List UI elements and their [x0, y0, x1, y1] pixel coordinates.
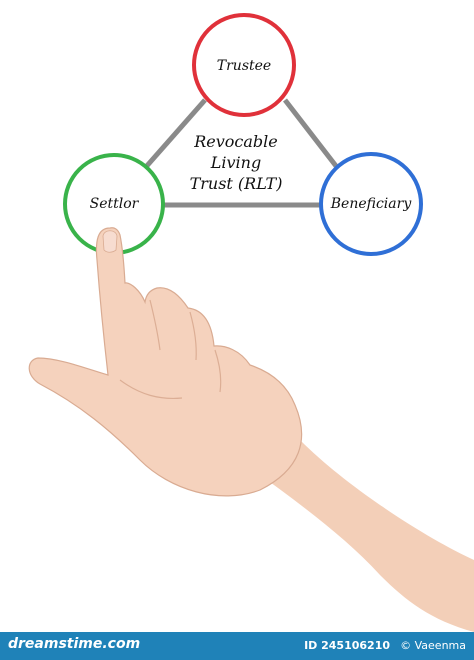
settlor-label: Settlor [89, 196, 139, 212]
beneficiary-label: Beneficiary [330, 196, 412, 212]
connector-trustee-settlor [143, 98, 207, 170]
image-id-text: ID 245106210 [304, 639, 390, 652]
center-title-line-1: Revocable [194, 132, 278, 151]
center-title-line-2: Living [210, 153, 262, 172]
beneficiary-node [319, 152, 423, 256]
trustee-label: Trustee [216, 58, 272, 74]
pointing-hand-image [28, 227, 474, 632]
brand-logo-text: dreamstime.com [8, 636, 141, 652]
author-credit: © Vaeenma [400, 639, 466, 652]
watermark-footer-bar: dreamstime.com ID 245106210 © Vaeenma [0, 632, 474, 660]
center-title: Revocable Living Trust (RLT) [166, 131, 306, 194]
connector-trustee-beneficiary [283, 98, 338, 168]
center-title-line-3: Trust (RLT) [189, 174, 283, 193]
diagram-svg [28, 13, 474, 632]
trustee-node [192, 13, 296, 117]
